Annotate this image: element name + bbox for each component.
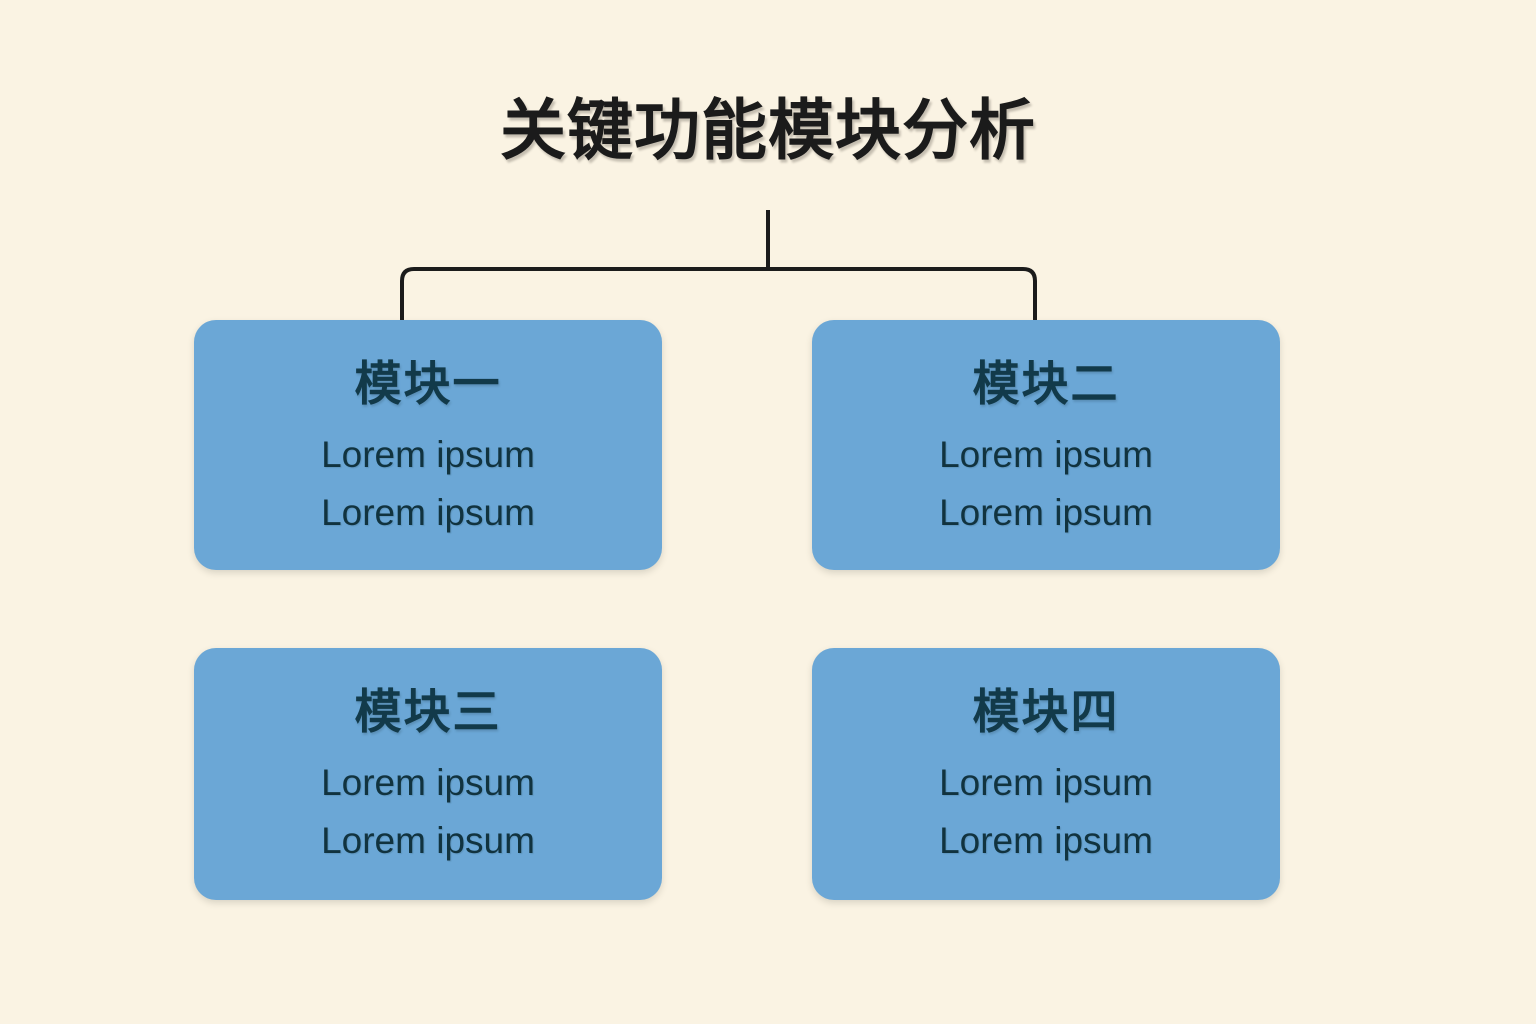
page-title: 关键功能模块分析 — [500, 93, 1036, 167]
module-card-1-lines: Lorem ipsum Lorem ipsum — [321, 426, 535, 542]
module-card-3[interactable]: 模块三 Lorem ipsum Lorem ipsum — [194, 648, 662, 900]
module-card-4-line-2: Lorem ipsum — [939, 820, 1153, 861]
module-card-2-lines: Lorem ipsum Lorem ipsum — [939, 426, 1153, 542]
module-card-3-heading: 模块三 — [354, 685, 502, 738]
module-card-3-lines: Lorem ipsum Lorem ipsum — [321, 754, 535, 870]
module-card-2[interactable]: 模块二 Lorem ipsum Lorem ipsum — [812, 320, 1280, 570]
module-card-2-line-1: Lorem ipsum — [939, 434, 1153, 475]
module-card-3-line-2: Lorem ipsum — [321, 820, 535, 861]
module-card-4-lines: Lorem ipsum Lorem ipsum — [939, 754, 1153, 870]
module-card-4[interactable]: 模块四 Lorem ipsum Lorem ipsum — [812, 648, 1280, 900]
module-card-1[interactable]: 模块一 Lorem ipsum Lorem ipsum — [194, 320, 662, 570]
module-card-2-heading: 模块二 — [972, 357, 1120, 410]
module-card-1-heading: 模块一 — [354, 357, 502, 410]
module-card-3-line-1: Lorem ipsum — [321, 762, 535, 803]
connector-branches — [400, 267, 1037, 320]
module-card-1-line-1: Lorem ipsum — [321, 434, 535, 475]
module-card-2-line-2: Lorem ipsum — [939, 492, 1153, 533]
module-card-4-heading: 模块四 — [972, 685, 1120, 738]
module-card-1-line-2: Lorem ipsum — [321, 492, 535, 533]
module-card-4-line-1: Lorem ipsum — [939, 762, 1153, 803]
